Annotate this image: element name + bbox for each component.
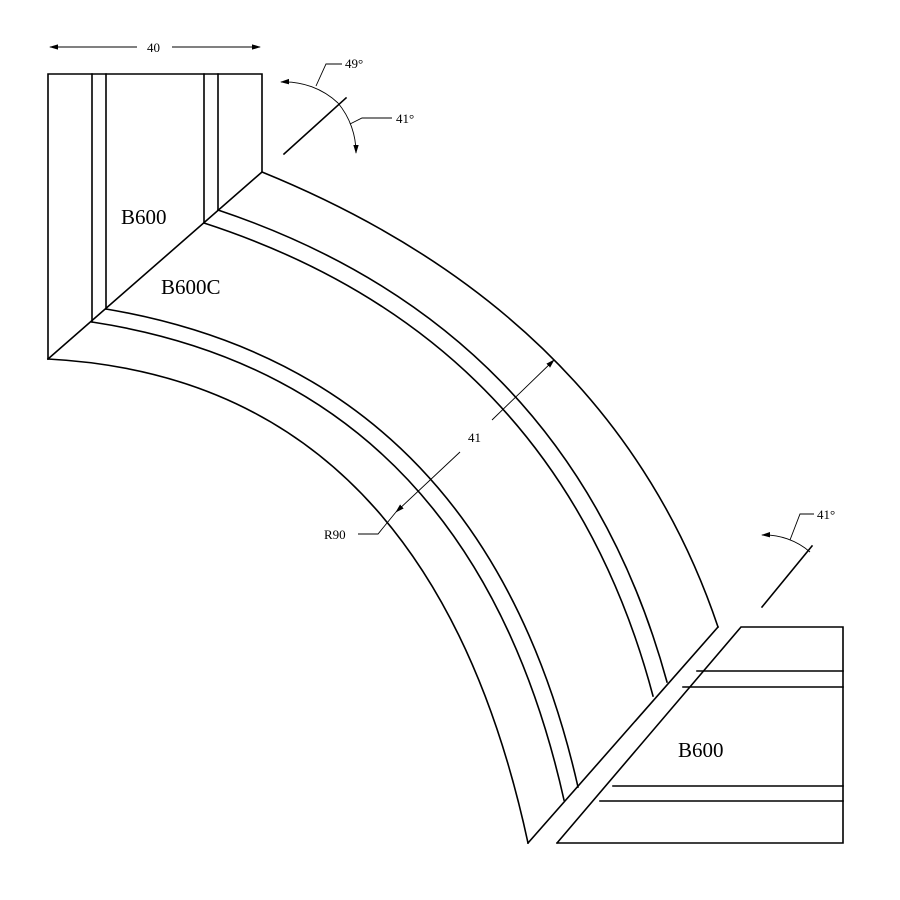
angle-leader bbox=[789, 513, 814, 541]
top-width-dimension: 40 bbox=[49, 40, 261, 55]
bottom-section-outline bbox=[555, 626, 844, 845]
top-straight-section bbox=[47, 73, 263, 360]
bend-inner-arc bbox=[47, 358, 529, 844]
bend-width-dimension: 41 bbox=[395, 359, 555, 513]
bottom-cut-line bbox=[760, 544, 814, 609]
bottom-joint-line bbox=[526, 625, 720, 845]
bend-rail-arc bbox=[202, 221, 654, 697]
bend-part-label: B600C bbox=[161, 275, 221, 299]
angle-leader bbox=[315, 63, 342, 87]
bottom-angle: 41° bbox=[817, 507, 835, 522]
top-section-outline bbox=[47, 73, 263, 360]
bottom-part-label: B600 bbox=[678, 738, 724, 762]
bend-width-value: 41 bbox=[468, 430, 481, 445]
bend-rail-arc bbox=[105, 308, 579, 788]
bend-rail-arc bbox=[216, 208, 668, 683]
angle-arc bbox=[337, 102, 359, 154]
radius-value: R90 bbox=[324, 527, 346, 542]
radius-leader bbox=[358, 511, 397, 535]
dimension-line bbox=[395, 451, 461, 513]
top-angle-a: 49° bbox=[345, 56, 363, 71]
bend-section bbox=[47, 170, 720, 844]
top-joint-line bbox=[46, 170, 264, 361]
dimension-line bbox=[491, 359, 555, 421]
bottom-straight-section bbox=[555, 626, 844, 845]
bottom-angle-annotation: 41° bbox=[760, 507, 835, 609]
top-angle-b: 41° bbox=[396, 111, 414, 126]
radius-dimension: R90 bbox=[324, 511, 397, 542]
angle-arc bbox=[280, 78, 339, 104]
top-angle-annotation: 49° 41° bbox=[280, 56, 414, 156]
bend-rail-arc bbox=[91, 321, 565, 801]
top-width-value: 40 bbox=[147, 40, 160, 55]
angle-leader bbox=[349, 117, 392, 125]
top-part-label: B600 bbox=[121, 205, 167, 229]
bend-outer-arc bbox=[260, 170, 720, 629]
top-cut-line bbox=[282, 96, 348, 156]
angle-arc bbox=[761, 532, 811, 553]
